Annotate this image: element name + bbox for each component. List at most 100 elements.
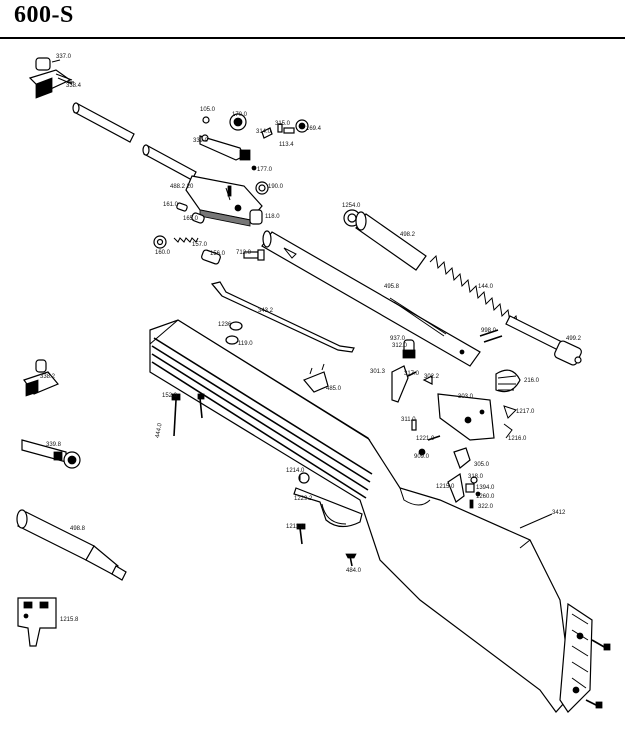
label-1221-0: 1221.0 — [416, 436, 435, 442]
label-498-8: 498.8 — [70, 526, 86, 532]
part-339-8 — [21, 439, 81, 469]
pin-165 — [191, 212, 205, 224]
label-1254-0: 1254.0 — [342, 203, 361, 209]
main-spring-144 — [429, 254, 519, 329]
pin-177 — [251, 165, 257, 171]
butt-screws — [585, 639, 611, 709]
label-1260-0: 1260.0 — [476, 494, 495, 500]
screw-484 — [345, 553, 357, 567]
label-216-0: 216.0 — [524, 378, 540, 384]
label-156-0: 156.0 — [210, 251, 226, 257]
rear-sight-assembly — [28, 57, 74, 99]
pins-998 — [479, 329, 503, 343]
label-484-0: 484.0 — [346, 568, 362, 574]
label-1215-0: 1215.0 — [436, 484, 455, 490]
label-170-0: 170.0 — [232, 112, 248, 118]
label-165-0: 165.0 — [183, 216, 199, 222]
label-498-2: 498.2 — [400, 232, 416, 238]
title-rule — [0, 37, 625, 39]
label-338-2: 338.2 — [40, 374, 56, 380]
label-343-2: 343.2 — [258, 308, 274, 314]
screws-152-444 — [171, 393, 205, 437]
label-1236: 1236 — [218, 322, 232, 328]
label-1229-2: 1229.2 — [294, 496, 313, 502]
label-303-0: 303.0 — [458, 394, 474, 400]
part-498-8 — [16, 509, 127, 581]
cocking-lever-3432 — [210, 281, 355, 353]
receiver-tube — [261, 230, 481, 367]
label-315-0: 315.0 — [275, 121, 291, 127]
label-444-0: 444.0 — [155, 422, 164, 438]
label-337-0: 337.0 — [56, 54, 72, 60]
label-305-0: 305.0 — [474, 462, 490, 468]
label-1217-0: 1217.0 — [516, 409, 535, 415]
loading-lever — [199, 134, 251, 161]
spring-guide-499 — [505, 315, 582, 366]
label-152-0: 152.0 — [162, 393, 178, 399]
label-499-2: 499.2 — [566, 336, 582, 342]
label-311-0: 311.0 — [401, 417, 416, 423]
stock — [149, 319, 573, 713]
part-1215-8 — [17, 597, 57, 647]
label-190-0: 190.0 — [268, 184, 284, 190]
label-485-0: 485.0 — [326, 386, 342, 392]
screw-712 — [243, 249, 265, 261]
label-998-0: 998.0 — [481, 328, 497, 334]
label-1211-0: 1211.0 — [286, 524, 305, 530]
trigger-guard-1229 — [293, 472, 363, 528]
label-1215-8: 1215.8 — [60, 617, 79, 623]
label-105-0: 105.0 — [200, 107, 216, 113]
page-title: 600-S — [14, 2, 74, 28]
label-312-0: 312.0 — [392, 343, 408, 349]
label-1216-0: 1216.0 — [508, 436, 527, 442]
label-314-0: 314.0 — [256, 129, 272, 135]
seal-190 — [255, 181, 269, 195]
wheel-170 — [229, 113, 247, 131]
label-338-4: 338.4 — [66, 83, 82, 89]
label-118-0: 118.0 — [265, 214, 280, 220]
label-157-0: 157.0 — [192, 242, 208, 248]
label-3412: 3412 — [552, 510, 566, 516]
label-909-0: 909.0 — [414, 454, 430, 460]
label-144-0: 144.0 — [478, 284, 494, 290]
screw-1211 — [296, 523, 306, 545]
label-937-0: 937.0 — [390, 336, 406, 342]
cylinder-118 — [249, 209, 263, 225]
label-301-3: 301.3 — [370, 369, 386, 375]
label-495-8: 495.8 — [384, 284, 400, 290]
trigger-assembly — [391, 339, 521, 509]
leader-lines — [299, 474, 553, 529]
compression-chamber-498 — [343, 209, 427, 271]
label-322-0: 322.0 — [478, 504, 494, 510]
label-302-2: 302.2 — [424, 374, 440, 380]
label-1214-0: 1214.0 — [286, 468, 305, 474]
label-169-4: 169.4 — [306, 126, 322, 132]
label-339-0: 339.0 — [193, 138, 209, 144]
label-712-0: 712.0 — [236, 250, 252, 256]
label-119-0: 119.0 — [238, 341, 253, 347]
parts-1236-119 — [225, 321, 243, 345]
label-161-0: 161.0 — [163, 202, 179, 208]
butt-pad — [559, 602, 593, 713]
screw-105 — [202, 116, 210, 124]
part-labels: 337.0 338.4 105.0 170.0 339.0 314.0 315.… — [40, 54, 582, 623]
part-338-2 — [23, 359, 59, 397]
barrel — [72, 102, 197, 181]
label-318-0: 318.0 — [468, 474, 484, 480]
label-488-2: 488.2 20 — [170, 184, 194, 190]
pin-161 — [176, 202, 188, 212]
label-160-0: 160.0 — [155, 250, 171, 256]
spring-157 — [173, 237, 199, 243]
label-339-8: 339.8 — [46, 442, 62, 448]
label-317-0: 317.0 — [404, 371, 420, 377]
breech-block — [185, 175, 263, 227]
washer-160 — [153, 235, 167, 249]
piston-156 — [201, 249, 221, 265]
label-113-4: 113.4 — [279, 142, 294, 148]
label-177-0: 177.0 — [257, 167, 273, 173]
clamp-485 — [303, 363, 329, 393]
label-1394-0: 1394.0 — [476, 485, 495, 491]
small-parts-314-315 — [261, 119, 309, 139]
